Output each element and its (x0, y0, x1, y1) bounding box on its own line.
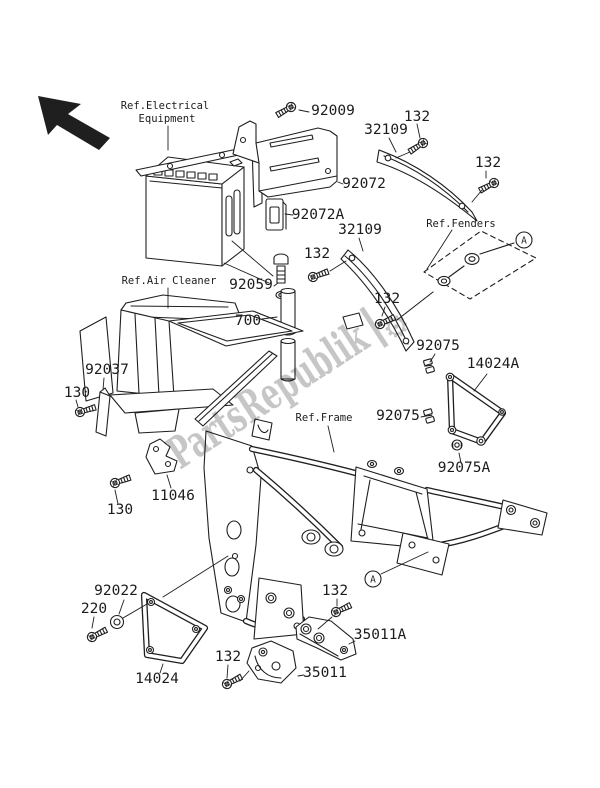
part-label-92075: 92075 (416, 338, 460, 354)
diagram-line-art (38, 96, 548, 691)
part-label-32109: 32109 (338, 222, 382, 238)
part-label-132: 132 (215, 649, 241, 665)
ref-label-frame: Ref.Frame (296, 412, 353, 424)
fenders-reference-box (396, 230, 537, 321)
damper-92037 (95, 387, 111, 437)
part-label-32109: 32109 (364, 122, 408, 138)
strip-32109-upper (376, 149, 478, 222)
callout-a-bottom (364, 570, 382, 588)
part-label-14024: 14024 (135, 671, 179, 687)
part-label-700: 700 (235, 313, 261, 329)
callout-letter-bottom: A (370, 575, 376, 586)
damper-92072a (265, 198, 287, 231)
part-label-92075a: 92075A (438, 460, 491, 476)
part-label-130: 130 (64, 385, 90, 401)
nut-92075a (451, 439, 463, 451)
watermark-bar (359, 306, 389, 348)
bracket-11046 (145, 438, 178, 475)
side-cover-frame-14024a (445, 372, 507, 446)
washer-92022 (109, 614, 125, 630)
part-label-92059: 92059 (229, 277, 273, 293)
ref-label-fenders: Ref.Fenders (426, 218, 496, 230)
side-cover-frame-14024 (140, 591, 209, 665)
strip-32109-lower (340, 249, 415, 352)
part-label-14024a: 14024A (467, 356, 520, 372)
part-label-92022: 92022 (94, 583, 138, 599)
part-label-92072a: 92072A (292, 207, 345, 223)
air-cleaner-illustration (79, 294, 364, 441)
leader-lines (75, 109, 488, 682)
part-label-132: 132 (322, 583, 348, 599)
ref-label-electrical-line2: Equipment (139, 113, 196, 125)
callout-a-top (515, 231, 533, 249)
part-label-92037: 92037 (85, 362, 129, 378)
part-label-92009: 92009 (311, 103, 355, 119)
bracket-35011 (246, 640, 297, 684)
part-label-132: 132 (374, 291, 400, 307)
part-label-132: 132 (304, 246, 330, 262)
part-label-92072: 92072 (342, 176, 386, 192)
part-label-132: 132 (404, 109, 430, 125)
part-label-35011: 35011 (303, 665, 347, 681)
battery-illustration (145, 156, 245, 267)
part-label-130: 130 (107, 502, 133, 518)
part-label-132: 132 (475, 155, 501, 171)
part-label-92075: 92075 (376, 408, 420, 424)
part-label-11046: 11046 (151, 488, 195, 504)
bracket-92072 (232, 120, 338, 198)
part-label-220: 220 (81, 601, 107, 617)
ref-label-air-cleaner: Ref.Air Cleaner (122, 275, 217, 287)
part-label-35011a: 35011A (354, 627, 407, 643)
bracket-35011a (295, 616, 357, 661)
direction-arrow-icon (38, 96, 110, 150)
callout-letter-top: A (521, 236, 527, 247)
ref-label-electrical-line1: Ref.Electrical (121, 100, 210, 112)
labels-layer: Ref.Electrical Equipment 92009 132 32109… (64, 100, 527, 687)
